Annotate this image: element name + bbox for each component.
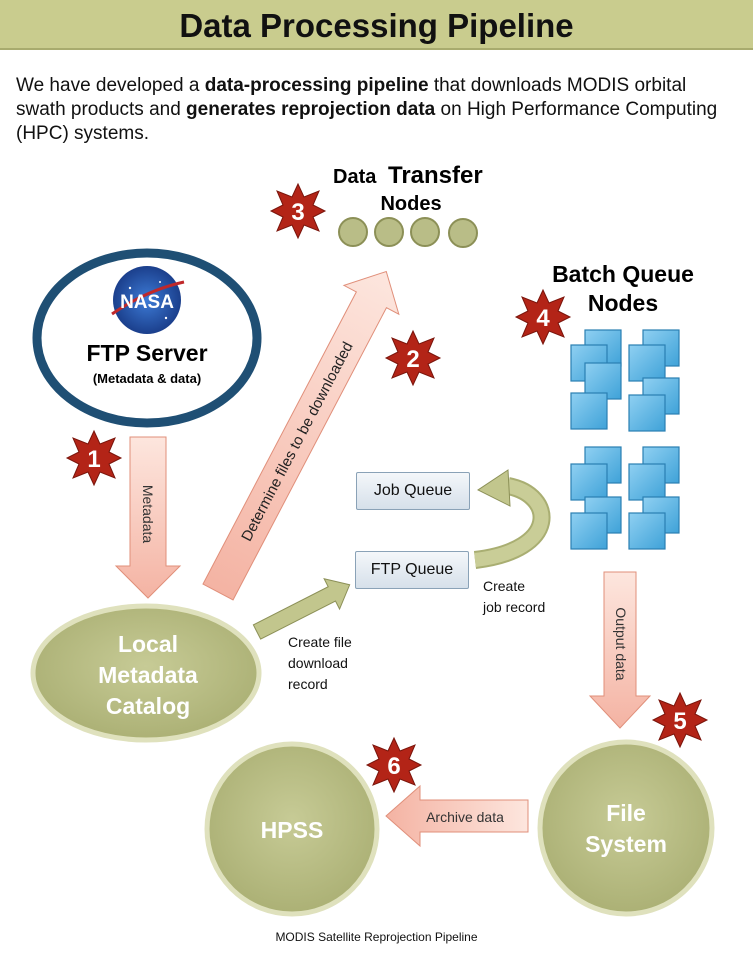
ftp-server-subtitle: (Metadata & data) <box>93 371 201 386</box>
data-transfer-title-b: Transfer <box>388 162 483 189</box>
job-queue-box: Job Queue <box>356 472 470 510</box>
metadata-arrow: Metadata <box>114 436 182 599</box>
curved-arrow <box>473 469 551 569</box>
footer-caption: MODIS Satellite Reprojection Pipeline <box>275 930 478 944</box>
ftp-queue-box: FTP Queue <box>355 551 469 589</box>
ftp-server-node <box>32 248 262 428</box>
svg-text:6: 6 <box>387 753 400 780</box>
batch-queue-title-a: Batch Queue <box>552 261 694 287</box>
file-system-node <box>537 739 715 917</box>
svg-text:1: 1 <box>87 446 100 473</box>
catalog-label-a: Local <box>118 631 178 657</box>
step-1-badge: 1 <box>65 429 123 487</box>
catalog-label-b: Metadata <box>98 662 198 688</box>
data-transfer-node <box>410 217 440 247</box>
file-system-label-a: File <box>606 800 646 826</box>
step-3-badge: 3 <box>269 182 327 240</box>
star-icon <box>651 691 709 749</box>
step-5-badge: 5 <box>651 691 709 749</box>
data-transfer-node <box>374 217 404 247</box>
batch-queue-node <box>570 392 608 430</box>
output-data-label: Output data <box>613 607 629 680</box>
batch-queue-node <box>628 394 666 432</box>
ftp-server-title: FTP Server <box>86 340 207 366</box>
batch-queue-node-group <box>570 329 680 550</box>
svg-text:3: 3 <box>291 199 304 226</box>
svg-text:5: 5 <box>673 708 686 735</box>
data-transfer-title-a: Data <box>333 166 377 188</box>
intro-paragraph: We have developed a data-processing pipe… <box>16 74 736 146</box>
hpss-node <box>204 741 380 917</box>
create-file-line-2: download <box>288 655 348 671</box>
step-6-badge: 6 <box>365 736 423 794</box>
batch-queue-node <box>628 344 666 382</box>
create-file-line-1: Create file <box>288 634 352 650</box>
archive-data-label: Archive data <box>426 809 504 825</box>
create-job-line-1: Create <box>483 578 526 594</box>
step-4-badge: 4 <box>514 288 572 346</box>
star-icon <box>384 329 442 387</box>
local-metadata-catalog-node <box>30 603 262 743</box>
file-system-label-b: System <box>585 831 667 857</box>
create-file-note: Create file download record <box>288 632 352 695</box>
batch-queue-title-b: Nodes <box>588 290 658 316</box>
catalog-label-c: Catalog <box>106 693 190 719</box>
create-job-line-2: job record <box>483 599 546 615</box>
hpss-label: HPSS <box>261 817 324 843</box>
intro-text-1: We have developed a <box>16 75 205 96</box>
star-icon <box>365 736 423 794</box>
create-job-note: Create job record <box>483 576 545 618</box>
data-transfer-title-c: Nodes <box>380 193 441 215</box>
archive-data-arrow: Archive data <box>385 784 529 848</box>
data-transfer-node <box>338 217 368 247</box>
star-icon <box>65 429 123 487</box>
svg-text:4: 4 <box>536 305 550 332</box>
star-icon <box>269 182 327 240</box>
svg-text:2: 2 <box>406 346 419 373</box>
output-data-arrow: Output data <box>588 571 652 729</box>
svg-text:NASA: NASA <box>120 292 174 313</box>
intro-bold-1: data-processing pipeline <box>204 75 429 96</box>
title-bar: Data Processing Pipeline <box>0 0 753 50</box>
metadata-arrow-label: Metadata <box>140 485 156 544</box>
determine-files-label: Determine files to be downloaded <box>238 339 357 544</box>
batch-queue-node <box>570 463 608 501</box>
intro-text-2: that downloads MODIS orbital swath produ… <box>16 75 687 120</box>
step-2-badge: 2 <box>384 329 442 387</box>
batch-queue-node <box>570 512 608 550</box>
create-file-arrow <box>252 577 351 640</box>
create-file-line-3: record <box>288 676 328 692</box>
intro-text-3: on High Performance Computing (HPC) syst… <box>16 99 718 144</box>
nasa-logo: NASA <box>111 266 185 334</box>
batch-queue-node <box>628 463 666 501</box>
intro-bold-2: generates reprojection data <box>186 99 436 120</box>
batch-queue-node <box>628 512 666 550</box>
data-transfer-node <box>448 218 478 248</box>
data-transfer-node-group <box>338 217 478 248</box>
star-icon <box>514 288 572 346</box>
page-title: Data Processing Pipeline <box>179 7 574 44</box>
